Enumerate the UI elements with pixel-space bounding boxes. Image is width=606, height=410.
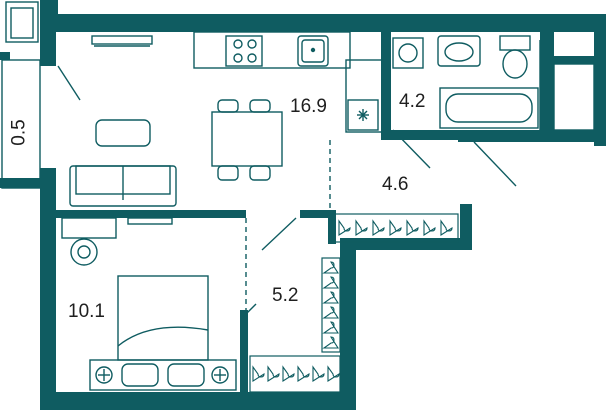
area-label-bedroom: 10.1: [68, 301, 105, 322]
toilet-icon: [499, 35, 531, 79]
hanger-icon: [267, 365, 280, 383]
hanger-icon: [322, 336, 340, 349]
area-label-balcony: 0.5: [8, 119, 30, 146]
stove-icon: [225, 35, 263, 67]
wardrobe-bottom-icon: [249, 355, 341, 393]
hanger-icon: [322, 306, 340, 319]
hanger-icon: [322, 291, 340, 304]
wardrobe-corridor-icon: [321, 257, 341, 353]
hanger-icon: [338, 219, 351, 237]
dining-table-icon: [211, 99, 283, 181]
area-label-corridor: 5.2: [272, 285, 299, 306]
hanger-icon: [389, 219, 402, 237]
bathroom-sink-icon: [437, 35, 481, 67]
bed-icon: [89, 275, 237, 391]
hanger-icon: [440, 219, 453, 237]
washing-machine-icon: [392, 37, 424, 69]
hanger-icon: [252, 365, 265, 383]
tv-icon: [91, 35, 153, 47]
sofa-icon: [69, 165, 177, 207]
hangers-icon: [252, 219, 453, 383]
area-label-hallway: 4.6: [382, 174, 409, 195]
hanger-icon: [355, 219, 368, 237]
hanger-icon: [406, 219, 419, 237]
area-label-bathroom: 4.2: [399, 91, 426, 112]
hanger-icon: [372, 219, 385, 237]
hanger-icon: [423, 219, 436, 237]
armchair-icon: [70, 238, 98, 266]
kitchen-sink-icon: [297, 35, 329, 67]
hanger-icon: [282, 365, 295, 383]
area-label-living-kitchen: 16.9: [290, 96, 327, 117]
hanger-icon: [322, 261, 340, 274]
desk-icon: [61, 217, 173, 239]
hanger-icon: [327, 365, 340, 383]
hanger-icon: [322, 276, 340, 289]
hanger-icon: [297, 365, 310, 383]
wardrobe-hallway-icon: [331, 213, 459, 243]
bathtub-icon: [439, 87, 539, 129]
coffee-table-icon: [95, 119, 151, 147]
hanger-icon: [322, 321, 340, 334]
hanger-icon: [312, 365, 325, 383]
vent-icon: [347, 99, 379, 131]
